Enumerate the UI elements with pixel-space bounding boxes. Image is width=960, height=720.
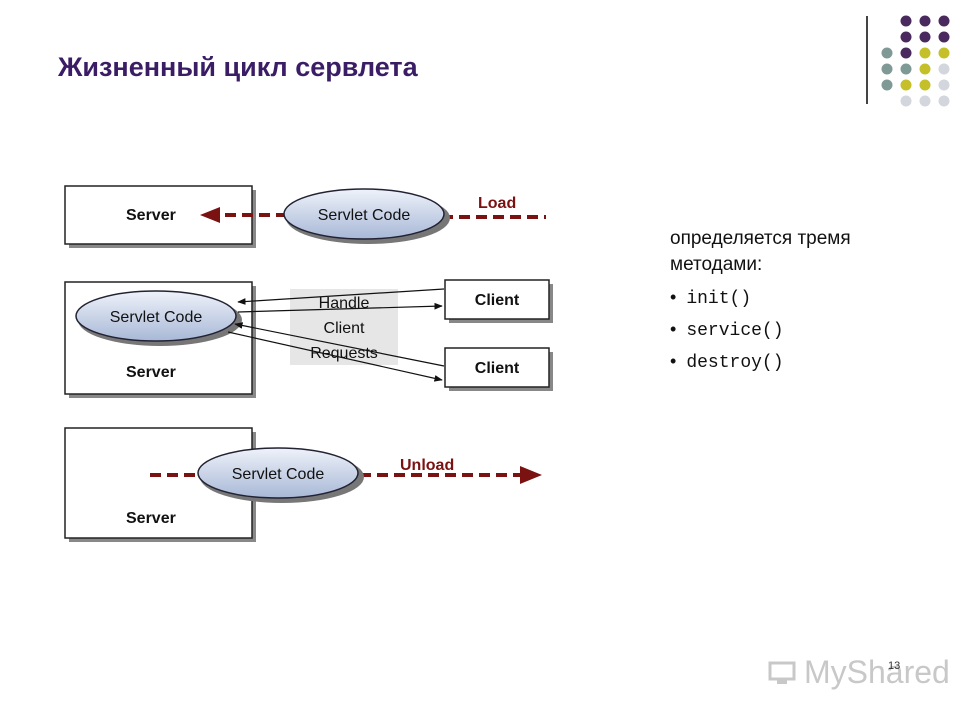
request-arrow-bottom-in <box>234 322 445 367</box>
watermark-text: MyShared <box>804 654 950 690</box>
handle-panel: Servlet Code Server Handle Client Reques… <box>64 279 553 398</box>
methods-list: • init() • service() • destroy() <box>670 282 930 378</box>
decorative-dot <box>919 47 931 59</box>
unload-panel: Server Servlet Code Unload <box>64 427 542 542</box>
decorative-dot <box>900 15 912 27</box>
decorative-dot <box>900 79 912 91</box>
decorative-dot <box>938 47 950 59</box>
response-arrow-top-out <box>237 302 443 313</box>
handle-line-3: Requests <box>310 345 378 362</box>
load-label: Load <box>478 195 516 212</box>
handle-line-2: Client <box>324 320 365 337</box>
bullet-icon: • <box>670 287 677 307</box>
server-box-load <box>64 185 253 245</box>
servlet-label-unload: Servlet Code <box>232 466 325 483</box>
decorative-dot <box>900 95 912 107</box>
decorative-dot <box>900 63 912 75</box>
servlet-lifecycle-diagram: Server Servlet Code Load Servlet Code Se… <box>64 185 553 542</box>
decorative-dot <box>919 95 931 107</box>
methods-description: определяется тремя методами: • init() • se… <box>670 226 930 378</box>
method-init: init() <box>686 289 752 309</box>
load-panel: Server Servlet Code Load <box>64 185 546 248</box>
decorative-dot <box>919 31 931 43</box>
server-label-unload: Server <box>126 510 176 527</box>
handle-line-1: Handle <box>319 295 370 312</box>
load-arrowhead <box>200 207 220 223</box>
client-label-top: Client <box>475 292 520 309</box>
methods-intro: определяется тремя методами: <box>670 228 851 275</box>
decorative-dot <box>881 79 893 91</box>
unload-arrowhead <box>520 466 542 484</box>
decorative-dot <box>881 47 893 59</box>
decorative-dot <box>938 95 950 107</box>
server-label-handle: Server <box>126 364 176 381</box>
method-item: • init() <box>670 282 930 314</box>
decorative-dot <box>938 63 950 75</box>
method-item: • service() <box>670 314 930 346</box>
decorative-dot <box>900 31 912 43</box>
divider-line <box>866 16 868 104</box>
servlet-ellipse-unload <box>197 447 359 499</box>
decorative-dot <box>919 79 931 91</box>
decorative-dot <box>938 31 950 43</box>
watermark-logo-icon <box>768 661 796 684</box>
servlet-ellipse-handle <box>75 290 237 342</box>
method-service: service() <box>686 321 784 341</box>
decorative-dot <box>938 15 950 27</box>
handle-requests-box <box>290 289 398 365</box>
server-label-load: Server <box>126 207 176 224</box>
response-arrow-bottom-out <box>227 331 443 382</box>
slide-title: Жизненный цикл сервлета <box>58 52 418 82</box>
slide-number: 13 <box>888 660 901 672</box>
servlet-label-handle: Servlet Code <box>110 309 203 326</box>
method-item: • destroy() <box>670 346 930 378</box>
decorative-dot <box>919 15 931 27</box>
unload-label: Unload <box>400 457 454 474</box>
client-box-top <box>444 279 550 320</box>
decorative-dot <box>881 63 893 75</box>
client-box-bottom <box>444 347 550 388</box>
client-label-bottom: Client <box>475 360 520 377</box>
request-arrow-top-in <box>237 288 445 305</box>
decorative-dot <box>900 47 912 59</box>
servlet-label-load: Servlet Code <box>318 207 411 224</box>
decorative-dot-grid <box>881 15 950 107</box>
servlet-ellipse-load <box>283 188 445 240</box>
bullet-icon: • <box>670 351 677 371</box>
method-destroy: destroy() <box>686 353 784 373</box>
decorative-dot <box>938 79 950 91</box>
bullet-icon: • <box>670 319 677 339</box>
decorative-dot <box>919 63 931 75</box>
